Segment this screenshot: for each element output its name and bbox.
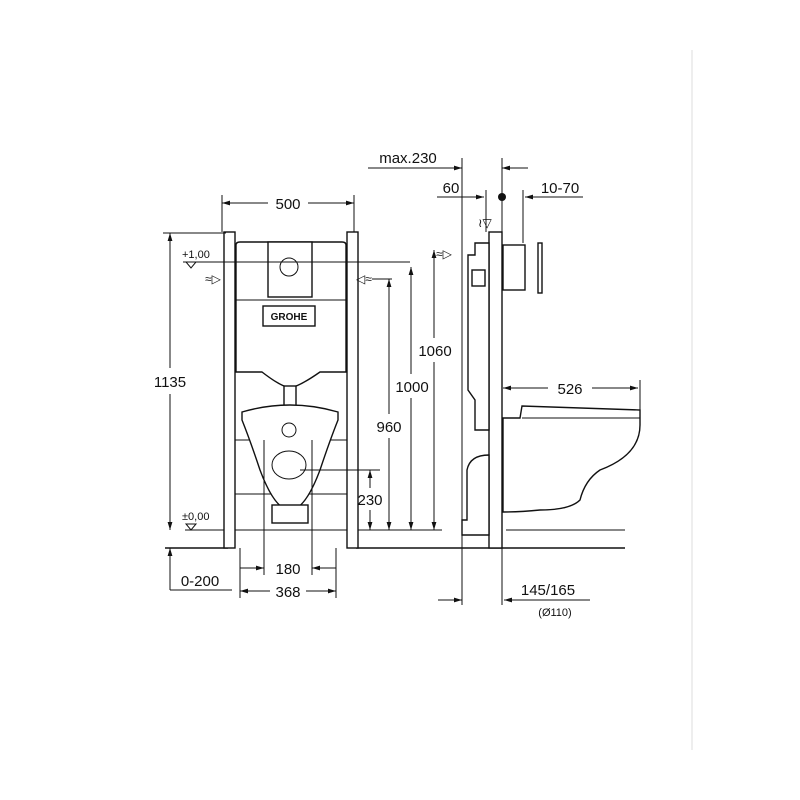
- side-cistern: [467, 242, 490, 431]
- dim-10-70: 10-70: [541, 180, 579, 197]
- dim-max-230: max.230: [379, 150, 437, 167]
- dim-height-1000: 1000: [395, 379, 428, 396]
- water-inlet-side-icon: ≈▷: [436, 247, 453, 261]
- dim-height-230: 230: [357, 492, 382, 509]
- water-inlet-right-icon: ◁≈: [356, 272, 372, 286]
- side-toilet-bowl: [502, 405, 641, 513]
- wall-reference-dot: [498, 193, 506, 201]
- grohe-logo: [262, 305, 316, 327]
- dim-0-200: 0-200: [181, 573, 219, 590]
- dim-180: 180: [275, 561, 300, 578]
- level-zero-label: ±0,00: [182, 511, 209, 523]
- dim-height-960: 960: [376, 419, 401, 436]
- dim-526: 526: [557, 381, 582, 398]
- flush-button: [279, 257, 299, 277]
- toilet-bowl: [241, 404, 339, 511]
- dim-width-500: 500: [275, 196, 300, 213]
- dim-60: 60: [443, 180, 460, 197]
- dim-outlet-diameter: (Ø110): [538, 607, 571, 619]
- water-inlet-left-icon: ≈▷: [205, 272, 222, 286]
- dim-height-1135: 1135: [154, 374, 186, 391]
- water-inlet-top-icon: ≀▽: [478, 216, 493, 230]
- side-frame: [488, 231, 503, 549]
- frame-right-post: [346, 231, 359, 549]
- dim-368: 368: [275, 584, 300, 601]
- brand-logo-text: GROHE: [271, 312, 308, 323]
- front-view: GROHE 500 1135 +1,00 ±0,00 ≈▷ ◁≈ 960: [154, 195, 625, 601]
- level-top-label: +1,00: [182, 249, 210, 261]
- dim-height-1060: 1060: [418, 343, 451, 360]
- drain-pipe: [461, 454, 490, 536]
- dim-145-165: 145/165: [521, 582, 575, 599]
- flush-plate: [267, 241, 313, 298]
- frame-left-post: [223, 231, 236, 549]
- side-flush-actuator: [502, 244, 526, 291]
- side-view: max.230 60 10-70 ≀▽ ≈▷ 526 145/165 (Ø110…: [368, 150, 641, 619]
